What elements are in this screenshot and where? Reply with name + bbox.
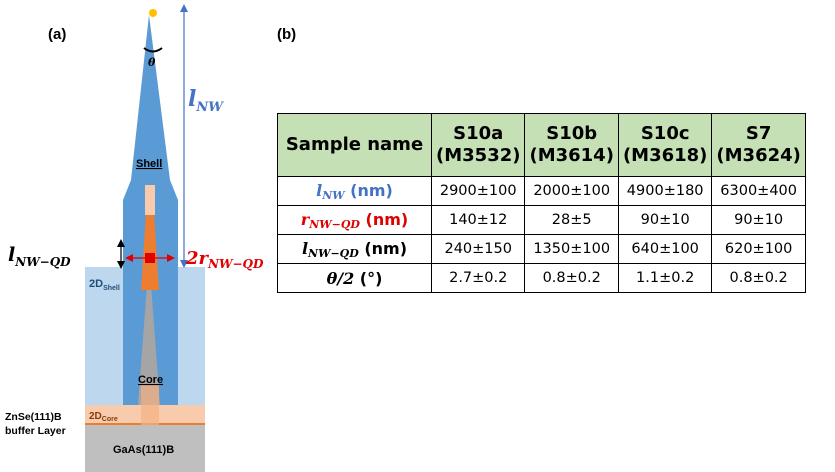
row-label-rnwqd: rNW−QD (nm)	[277, 205, 432, 235]
table-cell: 1350±100	[524, 234, 619, 264]
nanowire-diagram: θ lNW lNW−QD 2rNW−QD Shell Core 2DShell …	[5, 4, 264, 472]
lnw-label: lNW	[188, 86, 224, 115]
core-middle	[141, 212, 159, 290]
row-label-theta: θ/2 (°)	[277, 263, 432, 293]
table-header-row: Sample name S10a(M3532) S10b(M3614) S10c…	[277, 113, 806, 177]
table-row: θ/2 (°) 2.7±0.2 0.8±0.2 1.1±0.2 0.8±0.2	[277, 263, 806, 293]
lnwqd-arrowhead-bottom	[117, 261, 125, 269]
panel-b-label: (b)	[277, 26, 297, 43]
table-cell: 140±12	[430, 205, 526, 235]
header-sample-name: Sample name	[277, 113, 432, 177]
header-col-1: S10a(M3532)	[430, 113, 526, 177]
table-cell: 240±150	[430, 234, 526, 264]
table-cell: 640±100	[617, 234, 713, 264]
header-col-2: S10b(M3614)	[524, 113, 619, 177]
rnwqd-arrowhead-left	[125, 254, 133, 262]
buffer-layer-label-line1: ZnSe(111)B	[5, 411, 62, 423]
table-cell: 0.8±0.2	[711, 263, 806, 293]
rnwqd-arrowhead-right	[167, 254, 175, 262]
shell-label: Shell	[136, 158, 162, 170]
table-row: lNW−QD (nm) 240±150 1350±100 640±100 620…	[277, 234, 806, 264]
table-cell: 4900±180	[617, 176, 713, 206]
table-cell: 2.7±0.2	[430, 263, 526, 293]
row-label-lnw: lNW (nm)	[277, 176, 432, 206]
sample-parameter-table: Sample name S10a(M3532) S10b(M3614) S10c…	[277, 113, 806, 293]
core-upper	[145, 185, 155, 215]
quantum-dot	[145, 253, 155, 263]
lnw-arrowhead-bottom	[180, 260, 188, 268]
buffer-layer-label-line2: buffer Layer	[5, 425, 66, 437]
panel-a-label: (a)	[48, 26, 67, 43]
catalyst-droplet	[149, 9, 157, 17]
table-cell: 28±5	[524, 205, 619, 235]
table-cell: 90±10	[711, 205, 806, 235]
table-row: rNW−QD (nm) 140±12 28±5 90±10 90±10	[277, 205, 806, 235]
header-col-4: S7(M3624)	[711, 113, 806, 177]
table-cell: 0.8±0.2	[524, 263, 619, 293]
theta-arc	[143, 47, 163, 53]
rnwqd-label: 2rNW−QD	[185, 248, 264, 271]
substrate-label: GaAs(111)B	[113, 444, 174, 456]
lnw-arrowhead-top	[180, 4, 188, 12]
table-cell: 2000±100	[524, 176, 619, 206]
lnwqd-arrowhead-top	[117, 239, 125, 247]
core-foot	[141, 385, 159, 425]
table-cell: 620±100	[711, 234, 806, 264]
core-label: Core	[138, 374, 163, 386]
shell-2d-label: 2DShell	[89, 278, 120, 292]
table-cell: 90±10	[617, 205, 713, 235]
core-lower	[138, 258, 160, 405]
header-col-3: S10c(M3618)	[617, 113, 713, 177]
table-cell: 2900±100	[430, 176, 526, 206]
lnwqd-label: lNW−QD	[8, 244, 71, 269]
substrate-layer	[85, 425, 205, 472]
core-2d-label: 2DCore	[89, 411, 118, 423]
theta-label: θ	[148, 56, 156, 69]
row-label-lnwqd: lNW−QD (nm)	[277, 234, 432, 264]
table-cell: 6300±400	[711, 176, 806, 206]
table-row: lNW (nm) 2900±100 2000±100 4900±180 6300…	[277, 176, 806, 206]
table-cell: 1.1±0.2	[617, 263, 713, 293]
